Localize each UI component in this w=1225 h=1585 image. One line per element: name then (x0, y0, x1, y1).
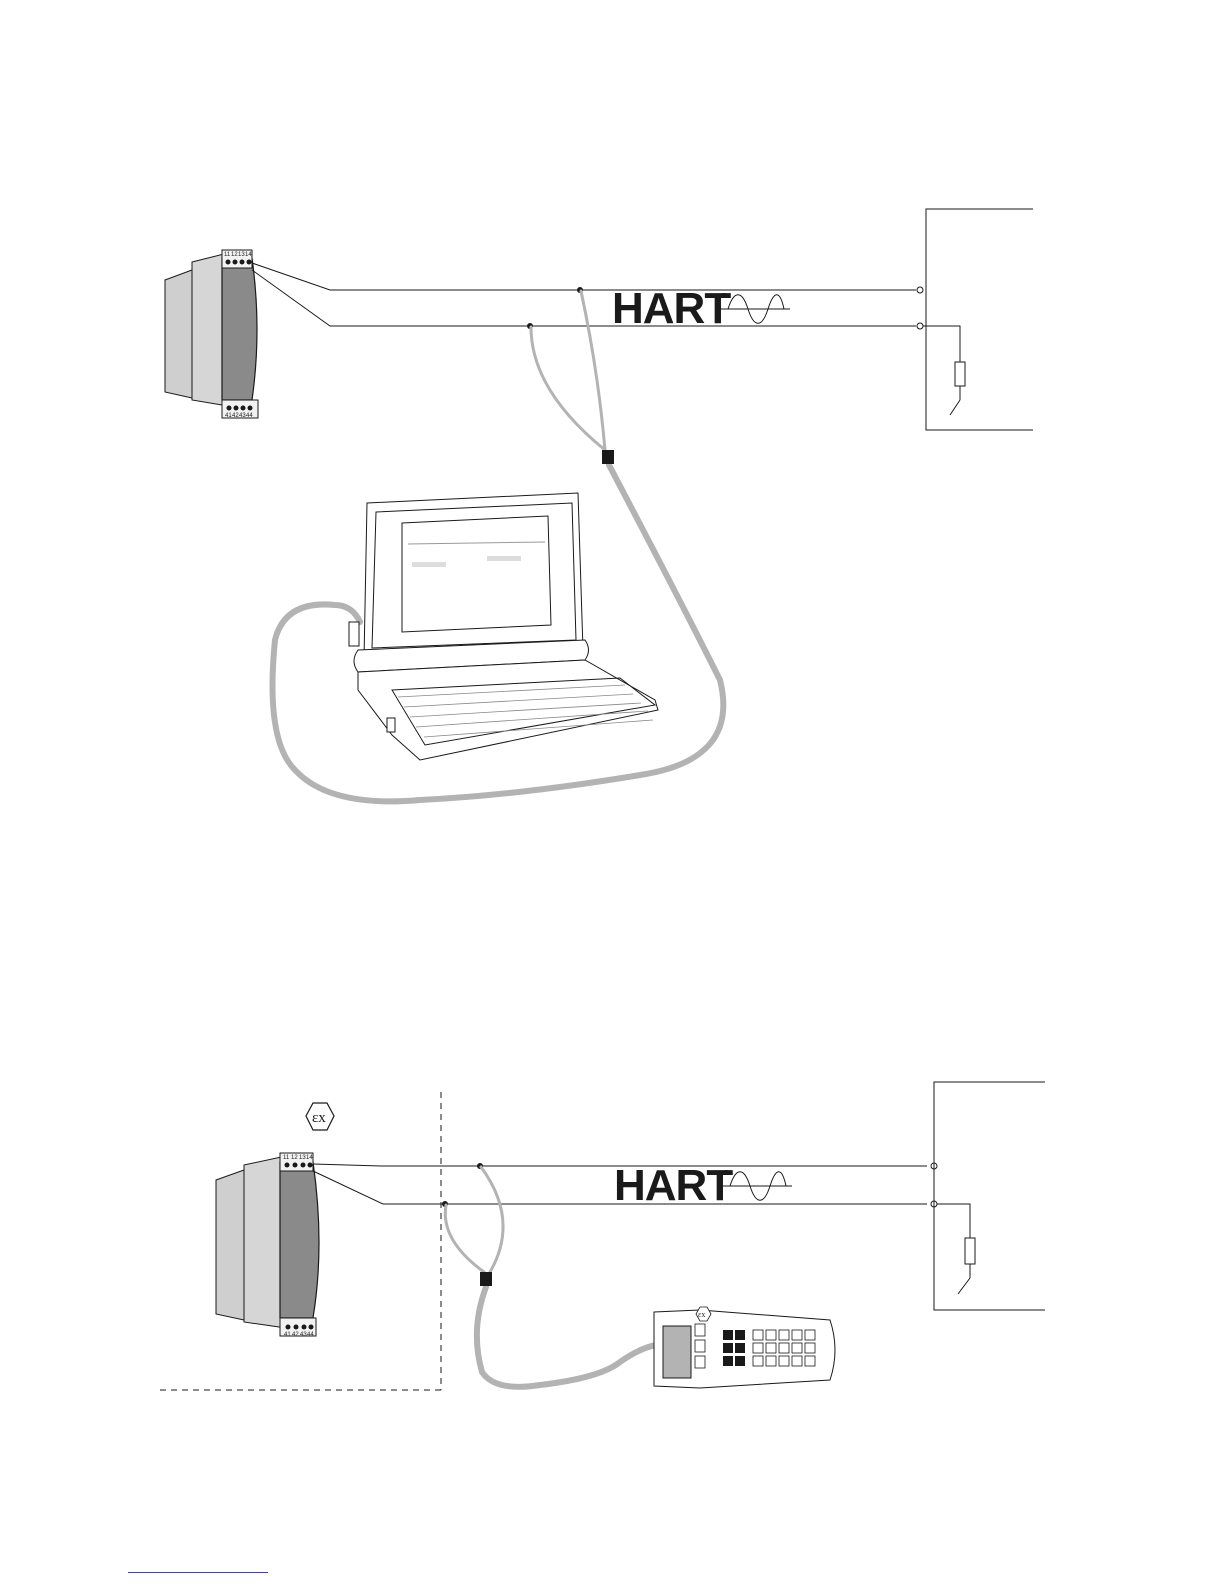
terminal-node (917, 287, 923, 293)
ex-symbol-icon: εx (306, 1103, 334, 1130)
field-device-box (923, 209, 1033, 430)
terminal-label: 41 (284, 1332, 291, 1338)
top-diagram: 11 12 13 14 41 42 43 44 HART R (165, 209, 1033, 801)
isolator-module-icon: 11 12 13 14 41 42 43 44 (216, 1153, 319, 1338)
terminal-label: 14 (306, 1155, 313, 1161)
resistor-icon (965, 1238, 975, 1264)
hart-logo-mark: R (724, 1170, 729, 1177)
terminal-label: 14 (245, 252, 252, 258)
ex-symbol-text: εx (312, 1110, 326, 1126)
modem-connector (602, 450, 614, 464)
terminal-label: 11 (224, 252, 231, 258)
hart-logo-text: HART (614, 1161, 733, 1210)
hart-logo-text: HART (612, 284, 731, 333)
hart-logo: HART R (614, 1161, 792, 1210)
terminal-label: 11 (283, 1155, 290, 1161)
switch-icon (958, 1278, 970, 1294)
footer-link-underline[interactable] (128, 1572, 268, 1573)
laptop-icon (349, 493, 658, 760)
bottom-diagram: εx 11 12 13 14 41 42 43 44 (160, 1082, 1045, 1390)
terminal-node (917, 323, 923, 329)
ex-symbol-text: εx (698, 1310, 705, 1319)
isolator-module-icon: 11 12 13 14 41 42 43 44 (165, 250, 258, 419)
terminal-label: 44 (307, 1332, 314, 1338)
field-device-box (934, 1082, 1045, 1310)
terminal-label: 12 (291, 1155, 298, 1161)
handheld-communicator-icon: εx (654, 1307, 835, 1388)
switch-icon (950, 400, 960, 415)
loop-wires (252, 263, 916, 326)
terminal-label: 44 (246, 413, 253, 419)
hart-logo-mark: R (722, 293, 727, 300)
resistor-icon (955, 362, 965, 386)
terminal-label: 42 (292, 1332, 299, 1338)
communicator-connector (480, 1272, 492, 1286)
